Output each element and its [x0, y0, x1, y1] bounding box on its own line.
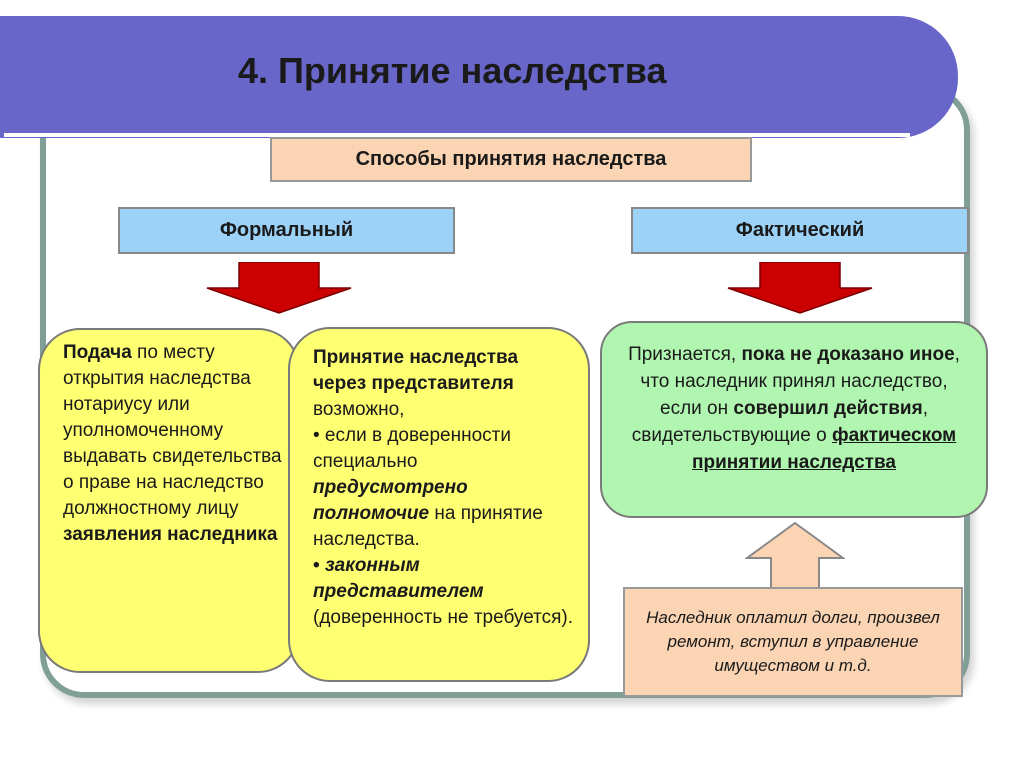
representative-heading: Принятие наследства через представителя: [313, 347, 519, 394]
factual-text-3: , что наследник принял наследство, если …: [640, 344, 960, 419]
ways-header: Способы принятия наследства: [270, 137, 752, 182]
submission-keyword: Подача: [63, 342, 132, 363]
factual-text-2: пока не доказано иное: [741, 344, 955, 365]
formal-method-box: Формальный: [118, 207, 455, 254]
representative-item1-end: на принятие наследства.: [313, 503, 543, 550]
representative-item1-text: • если в доверенности специально: [313, 425, 511, 472]
factual-bubble: Признается, пока не доказано иное, что н…: [600, 321, 988, 518]
representative-item2-text: (доверенность не требуется).: [313, 607, 574, 628]
factual-text-4: совершил действия: [733, 398, 923, 419]
representative-item2-bullet: •: [313, 555, 325, 576]
factual-text-5: , свидетельствующие о: [631, 398, 928, 446]
formal-down-arrow-icon: [206, 262, 352, 314]
submission-application: заявления наследника: [63, 524, 278, 545]
ways-label: Способы принятия наследства: [355, 148, 667, 170]
factual-examples-note: Наследник оплатил долги, произвел ремонт…: [623, 587, 963, 697]
representative-bubble: Принятие наследства через представителя …: [288, 327, 590, 682]
title-underline: [4, 133, 910, 137]
representative-item2-emphasis: законным представителем: [313, 555, 484, 602]
factual-examples-text: Наследник оплатил долги, произвел ремонт…: [646, 608, 940, 675]
submission-text: по месту открытия наследства нотариусу и…: [63, 342, 282, 519]
formal-submission-bubble: Подача по месту открытия наследства нота…: [38, 328, 300, 673]
factual-text-1: Признается,: [628, 344, 742, 365]
formal-label: Формальный: [219, 219, 354, 241]
factual-label: Фактический: [735, 219, 865, 241]
representative-intro: возможно,: [313, 399, 405, 420]
up-arrow-icon: [745, 522, 845, 590]
factual-method-box: Фактический: [631, 207, 969, 254]
title-banner: [0, 16, 958, 138]
representative-item1-emphasis: предусмотрено полномочие: [313, 477, 468, 524]
page-title: 4. Принятие наследства: [238, 50, 667, 91]
factual-text-6: фактическом принятии наследства: [692, 425, 957, 473]
factual-down-arrow-icon: [727, 262, 873, 314]
